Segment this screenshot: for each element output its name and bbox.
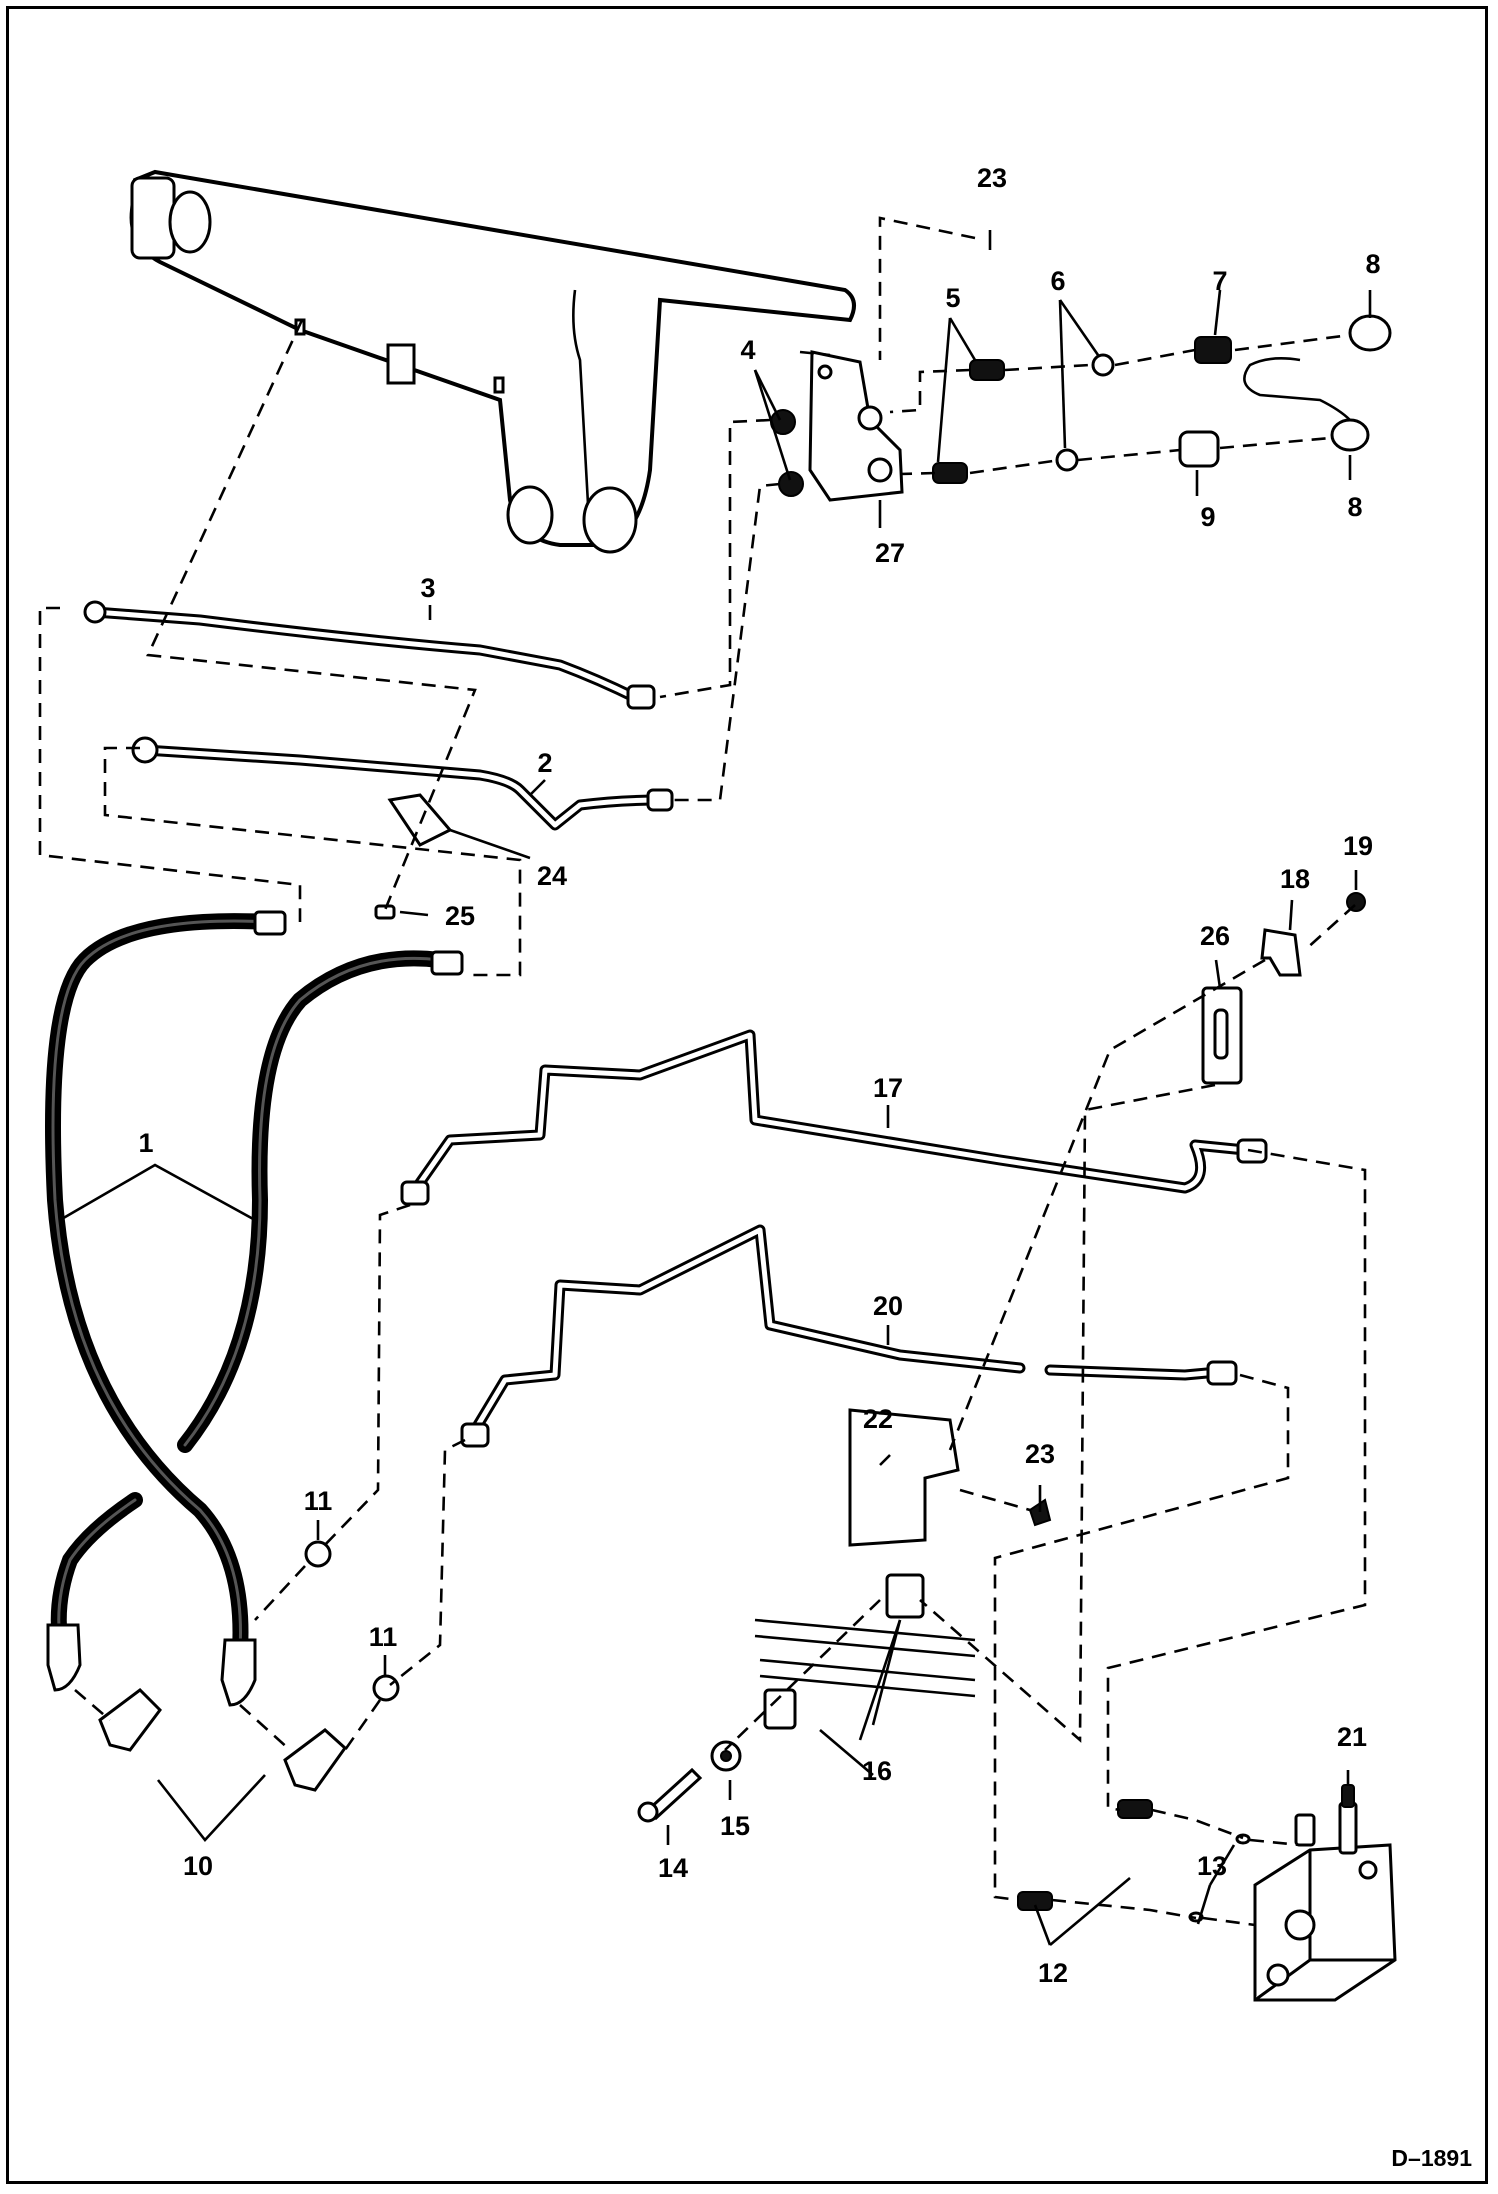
control-valve xyxy=(1017,1784,1397,2002)
screw-25 xyxy=(374,904,396,920)
callout-23-mid: 23 xyxy=(1025,1439,1055,1469)
callout-27: 27 xyxy=(875,538,905,568)
callout-13: 13 xyxy=(1197,1851,1227,1881)
callout-7: 7 xyxy=(1212,266,1227,296)
tube-2 xyxy=(131,736,674,831)
tube-3 xyxy=(83,600,656,710)
callout-25: 25 xyxy=(445,901,475,931)
callout-11-upper: 11 xyxy=(304,1486,333,1516)
callout-14: 14 xyxy=(658,1853,688,1883)
hoses xyxy=(45,910,464,1707)
callout-5: 5 xyxy=(945,283,960,313)
tube-17 xyxy=(400,1029,1268,1206)
callout-18: 18 xyxy=(1280,864,1310,894)
callout-24: 24 xyxy=(537,861,567,891)
callout-1: 1 xyxy=(138,1128,153,1158)
leader-lines xyxy=(59,230,1372,1946)
mounting-plate xyxy=(808,350,904,502)
callout-17: 17 xyxy=(873,1073,903,1103)
callout-15: 15 xyxy=(720,1811,750,1841)
lift-arm xyxy=(129,169,856,554)
callout-26: 26 xyxy=(1200,921,1230,951)
callouts: 1 2 3 4 5 6 7 8 8 9 10 11 11 12 13 14 15… xyxy=(138,163,1380,1988)
callout-6: 6 xyxy=(1050,266,1065,296)
drawing-code: D–1891 xyxy=(1391,2145,1472,2171)
clamp-hardware xyxy=(637,892,1366,1823)
callout-23-top: 23 xyxy=(977,163,1007,193)
clip-24 xyxy=(387,793,453,847)
callout-21: 21 xyxy=(1337,1722,1367,1752)
callout-19: 19 xyxy=(1343,831,1373,861)
callout-9: 9 xyxy=(1200,502,1215,532)
callout-12: 12 xyxy=(1038,1958,1068,1988)
callout-20: 20 xyxy=(873,1291,903,1321)
callout-2: 2 xyxy=(537,748,552,778)
callout-22: 22 xyxy=(863,1404,893,1434)
tube-20 xyxy=(460,1224,1238,1448)
callout-11-lower: 11 xyxy=(369,1622,398,1652)
routing-lines xyxy=(38,216,1367,1927)
callout-8-bottom: 8 xyxy=(1347,492,1362,522)
callout-10: 10 xyxy=(183,1851,213,1881)
callout-3: 3 xyxy=(420,573,435,603)
callout-16: 16 xyxy=(862,1756,892,1786)
diagram-frame xyxy=(6,6,1488,2184)
callout-8-top: 8 xyxy=(1365,249,1380,279)
callout-4: 4 xyxy=(740,335,755,365)
